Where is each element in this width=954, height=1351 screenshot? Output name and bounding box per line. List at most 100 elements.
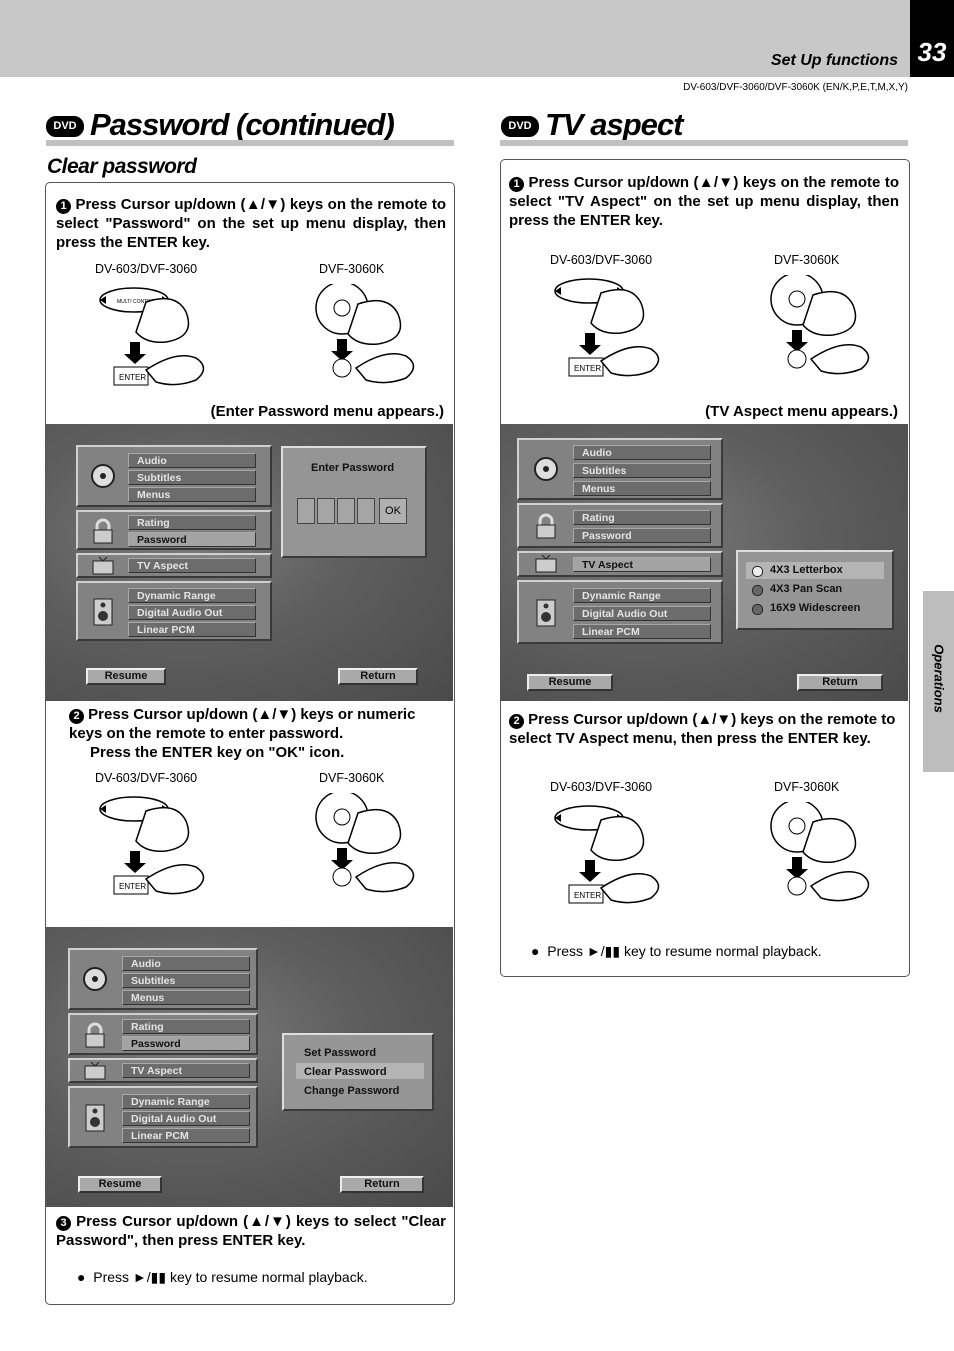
side-tab-label: Operations [931, 644, 947, 713]
model-label: DV-603/DVF-3060 [550, 253, 653, 267]
model-label: DVF-3060K [319, 771, 385, 785]
disc-icon [80, 964, 110, 994]
ok-button[interactable]: OK [379, 498, 407, 524]
model-label: DVF-3060K [319, 262, 385, 276]
option-16x9-widescreen[interactable]: 16X9 Widescreen [770, 602, 861, 614]
menu-item-tv-aspect[interactable]: TV Aspect [573, 557, 711, 572]
password-title: Password (continued) [90, 107, 395, 142]
option-highlight [746, 562, 884, 579]
option-change-password[interactable]: Change Password [304, 1085, 400, 1097]
resume-bullet: ● Press ►/▮▮ key to resume normal playba… [77, 1269, 368, 1286]
menu-group-tv: TV Aspect [76, 553, 272, 578]
left-title: DVD Password (continued) [46, 107, 395, 143]
password-digit-box[interactable] [297, 498, 315, 524]
password-digit-box[interactable] [357, 498, 375, 524]
menu-item-linear-pcm[interactable]: Linear PCM [128, 622, 256, 637]
disc-icon [531, 454, 561, 484]
bullet-dot: ● [531, 943, 548, 959]
remote-dv603-illustration: ENTER [554, 805, 660, 904]
menu-item-subtitles[interactable]: Subtitles [122, 973, 250, 988]
remote-dv603-illustration: ENTER [554, 278, 660, 377]
resume-bullet: ● Press ►/▮▮ key to resume normal playba… [531, 943, 822, 960]
step-text-line2: Press the ENTER key on "OK" icon. [90, 744, 345, 761]
screen-tv-aspect: Audio Subtitles Menus Rating Password TV… [501, 424, 908, 701]
menu-item-subtitles[interactable]: Subtitles [573, 463, 711, 478]
option-highlight [296, 1063, 424, 1079]
option-4x3-pan-scan[interactable]: 4X3 Pan Scan [770, 583, 843, 595]
menu-item-audio[interactable]: Audio [128, 453, 256, 468]
menu-item-tv-aspect[interactable]: TV Aspect [128, 558, 256, 573]
enter-key-text: ENTER [119, 373, 146, 382]
menu-item-digital-audio-out[interactable]: Digital Audio Out [573, 606, 711, 621]
dvd-badge: DVD [46, 116, 84, 137]
enter-password-panel: Enter Password OK [281, 446, 427, 558]
menu-item-digital-audio-out[interactable]: Digital Audio Out [122, 1111, 250, 1126]
title-rule [46, 140, 454, 146]
svg-text:ENTER: ENTER [574, 364, 601, 373]
menu-item-menus[interactable]: Menus [573, 481, 711, 496]
password-digit-box[interactable] [317, 498, 335, 524]
title-rule [500, 140, 908, 146]
menu-item-menus[interactable]: Menus [122, 990, 250, 1005]
menu-group-audio-out: Dynamic Range Digital Audio Out Linear P… [76, 581, 272, 641]
remote-dv603-illustration: MULTI CONTROL ENTER [99, 287, 205, 386]
menu-item-password[interactable]: Password [128, 532, 256, 547]
menu-item-rating[interactable]: Rating [573, 510, 711, 525]
right-box [500, 159, 910, 977]
radio-selected-icon[interactable] [752, 566, 763, 577]
step-text: Press Cursor up/down (▲/▼) keys on the r… [509, 174, 899, 229]
step-number: 3 [56, 1216, 71, 1231]
menu-item-menus[interactable]: Menus [128, 487, 256, 502]
enter-password-note: (Enter Password menu appears.) [210, 403, 444, 420]
menu-item-linear-pcm[interactable]: Linear PCM [573, 624, 711, 639]
side-tab: Operations [923, 591, 954, 772]
remote-dvf3060k-illustration [770, 275, 870, 375]
model-label: DV-603/DVF-3060 [550, 780, 653, 794]
resume-button[interactable]: Resume [78, 1176, 162, 1193]
step-number: 1 [56, 199, 71, 214]
lock-icon [531, 511, 561, 541]
radio-icon[interactable] [752, 604, 763, 615]
return-button[interactable]: Return [338, 668, 418, 685]
menu-item-audio[interactable]: Audio [573, 445, 711, 460]
option-clear-password[interactable]: Clear Password [304, 1066, 387, 1078]
model-list: DV-603/DVF-3060/DVF-3060K (EN/K,P,E,T,M,… [683, 82, 908, 93]
svg-text:ENTER: ENTER [574, 891, 601, 900]
remote-dv603-illustration: ENTER [99, 796, 205, 895]
menu-item-subtitles[interactable]: Subtitles [128, 470, 256, 485]
password-options-panel: Set Password Clear Password Change Passw… [282, 1033, 434, 1111]
screen-enter-password: Audio Subtitles Menus Rating Password TV… [46, 424, 453, 701]
menu-item-linear-pcm[interactable]: Linear PCM [122, 1128, 250, 1143]
menu-item-digital-audio-out[interactable]: Digital Audio Out [128, 605, 256, 620]
left-step2: 2 Press Cursor up/down (▲/▼) keys or num… [69, 705, 449, 762]
return-button[interactable]: Return [797, 674, 883, 691]
menu-item-password[interactable]: Password [573, 528, 711, 543]
left-box [45, 182, 455, 1305]
password-digit-box[interactable] [337, 498, 355, 524]
radio-icon[interactable] [752, 585, 763, 596]
menu-group-tv: TV Aspect [68, 1058, 258, 1083]
step-text: Press Cursor up/down (▲/▼) keys to selec… [56, 1213, 446, 1249]
remote-dvf3060k-illustration [315, 793, 415, 893]
option-4x3-letterbox[interactable]: 4X3 Letterbox [770, 564, 843, 576]
menu-item-tv-aspect[interactable]: TV Aspect [122, 1063, 250, 1078]
menu-item-rating[interactable]: Rating [128, 515, 256, 530]
disc-icon [88, 461, 118, 491]
menu-item-password[interactable]: Password [122, 1036, 250, 1051]
menu-item-audio[interactable]: Audio [122, 956, 250, 971]
menu-item-dynamic-range[interactable]: Dynamic Range [573, 588, 711, 603]
menu-item-rating[interactable]: Rating [122, 1019, 250, 1034]
header-band [0, 0, 910, 77]
return-button[interactable]: Return [340, 1176, 424, 1193]
menu-item-dynamic-range[interactable]: Dynamic Range [122, 1094, 250, 1109]
resume-button[interactable]: Resume [527, 674, 613, 691]
resume-button[interactable]: Resume [86, 668, 166, 685]
step-number: 1 [509, 177, 524, 192]
menu-item-dynamic-range[interactable]: Dynamic Range [128, 588, 256, 603]
option-set-password[interactable]: Set Password [304, 1047, 377, 1059]
lock-icon [80, 1020, 110, 1050]
tv-aspect-note: (TV Aspect menu appears.) [705, 403, 898, 420]
tv-icon [533, 555, 559, 573]
menu-group-audio-out: Dynamic Range Digital Audio Out Linear P… [517, 580, 723, 644]
